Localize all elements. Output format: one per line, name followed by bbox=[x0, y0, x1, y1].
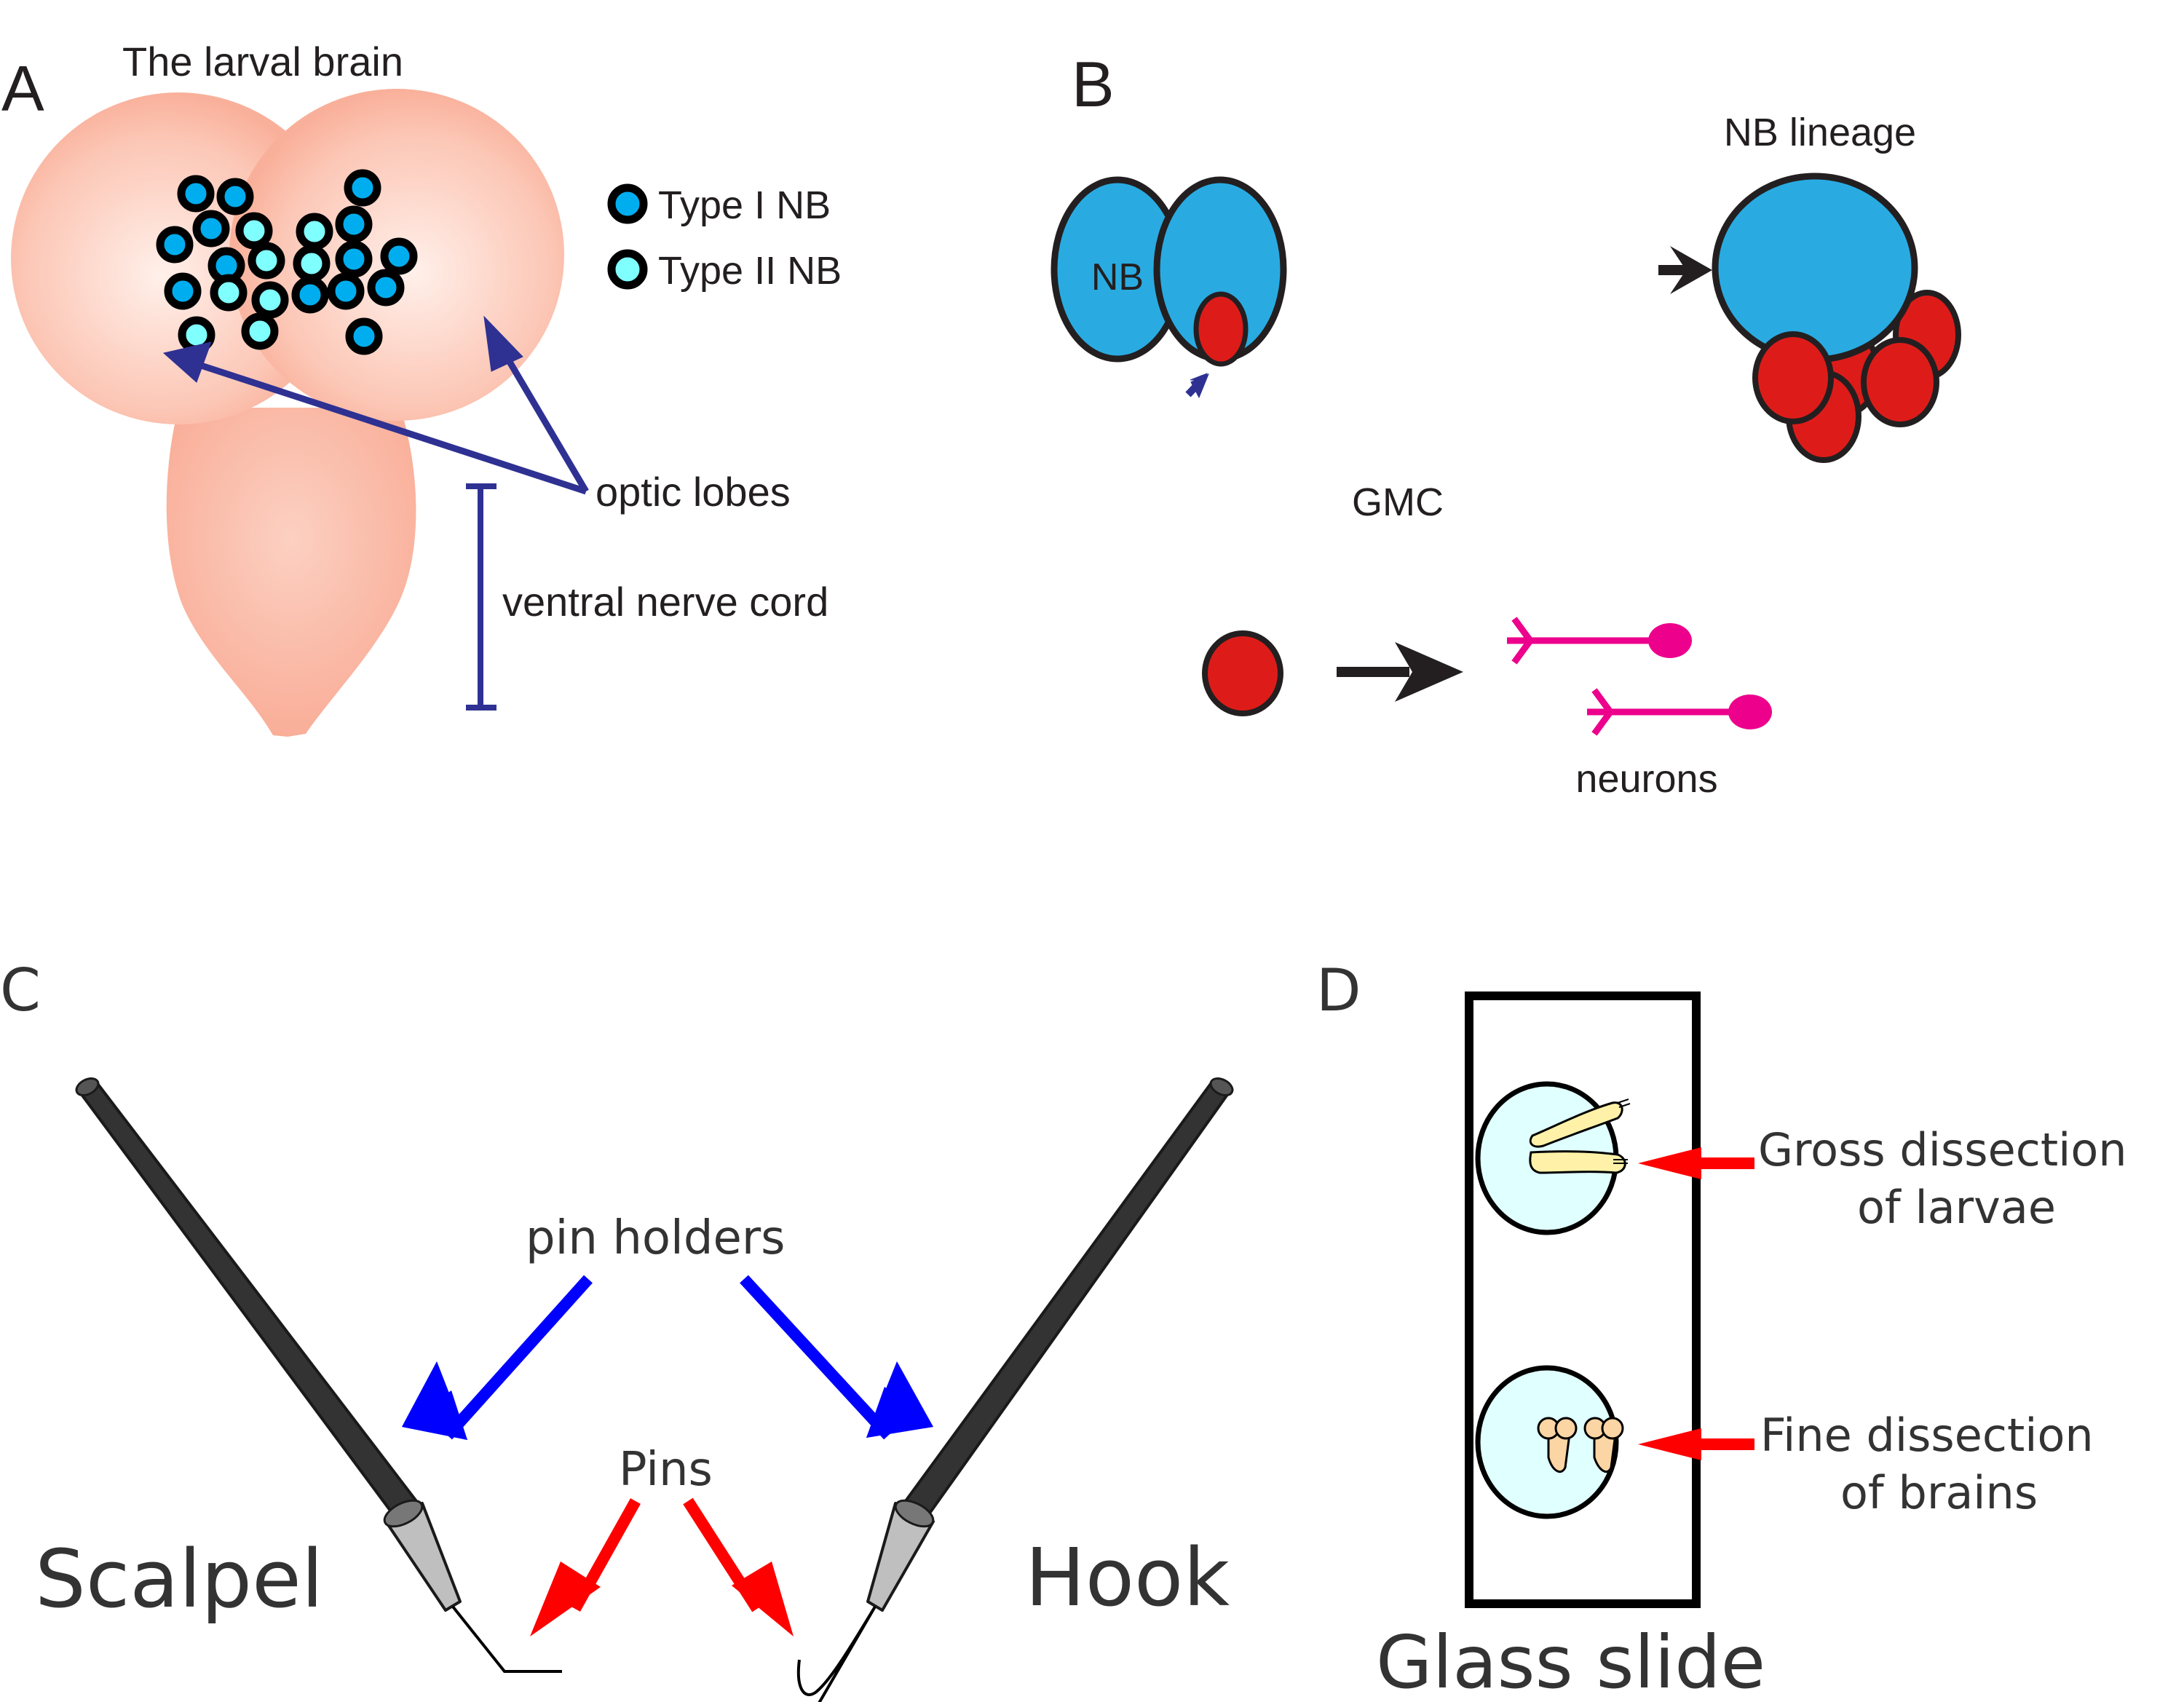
well-gross-dissection bbox=[1475, 1081, 1631, 1235]
nb-label: NB bbox=[1091, 256, 1144, 298]
scalpel-instrument bbox=[75, 1077, 562, 1673]
type-i-neuroblast bbox=[192, 210, 230, 248]
legend-swatch-type-i bbox=[607, 183, 648, 224]
pin-holder-arrow-left bbox=[443, 1275, 593, 1440]
pin-holder-arrows bbox=[402, 1275, 933, 1440]
panel-a-title: The larval brain bbox=[122, 39, 403, 84]
panel-b: B NB GMC NB lineage bbox=[1051, 48, 1961, 801]
scalpel-pin bbox=[451, 1605, 562, 1673]
panel-b-letter: B bbox=[1072, 48, 1115, 120]
type-i-neuroblast bbox=[164, 272, 202, 310]
optic-lobe-arrow-right-line bbox=[499, 347, 589, 494]
pin-arrows bbox=[530, 1497, 794, 1636]
panel-c-letter: C bbox=[0, 957, 41, 1024]
neuron-2 bbox=[1587, 688, 1772, 736]
gmc-label: GMC bbox=[1352, 480, 1444, 524]
panel-a-letter: A bbox=[1, 52, 44, 124]
vnc-bracket bbox=[466, 483, 496, 711]
type-ii-neuroblast bbox=[241, 312, 279, 350]
type-i-neuroblast bbox=[367, 269, 405, 306]
neuroblast-cluster bbox=[156, 169, 418, 355]
optic-lobes-label: optic lobes bbox=[596, 469, 791, 515]
neuron-soma bbox=[1648, 623, 1692, 658]
dissected-brain-2 bbox=[1583, 1417, 1624, 1473]
glass-slide bbox=[1465, 991, 1701, 1608]
type-ii-neuroblast bbox=[235, 212, 273, 250]
type-i-neuroblast bbox=[156, 226, 194, 264]
lineage-gmc bbox=[1752, 331, 1834, 424]
type-i-neuroblast bbox=[380, 237, 418, 275]
arrow-gmc-to-neurons bbox=[1337, 642, 1463, 702]
dissected-brain-1 bbox=[1537, 1417, 1578, 1473]
gross-dissection-label-line2: of larvae bbox=[1857, 1181, 2056, 1234]
pin-holder-arrow-right bbox=[740, 1275, 893, 1440]
panel-d: D bbox=[1316, 957, 2127, 1702]
type-ii-neuroblast bbox=[293, 245, 331, 282]
optic-lobe-arrow-left-head bbox=[162, 341, 212, 383]
type-ii-neuroblast bbox=[210, 274, 248, 312]
hook-holder bbox=[900, 1080, 1232, 1521]
fine-dissection-label-line1: Fine dissection bbox=[1760, 1409, 2094, 1462]
fine-dissection-arrow bbox=[1638, 1428, 1754, 1460]
pins-label: Pins bbox=[619, 1443, 713, 1497]
gmc-single bbox=[1202, 630, 1283, 716]
type-i-neuroblast bbox=[344, 169, 381, 207]
scalpel-holder bbox=[77, 1080, 422, 1521]
type-i-neuroblast bbox=[327, 272, 365, 310]
type-ii-neuroblast bbox=[296, 213, 333, 250]
gmc-arrow bbox=[1185, 373, 1209, 399]
panel-c: C pin holders Pins Scalpel Hook bbox=[0, 957, 1234, 1702]
well-fine-dissection bbox=[1475, 1365, 1624, 1519]
legend-item-type-ii: Type II NB bbox=[607, 249, 842, 293]
type-i-neuroblast bbox=[335, 240, 373, 278]
nb-lineage-cluster bbox=[1712, 173, 1961, 463]
neurons-label: neurons bbox=[1575, 757, 1717, 801]
type-i-neuroblast bbox=[345, 317, 383, 355]
scalpel-label: Scalpel bbox=[35, 1532, 323, 1626]
hook-label: Hook bbox=[1025, 1531, 1230, 1624]
lineage-gmc bbox=[1861, 337, 1939, 427]
ventral-nerve-cord-label: ventral nerve cord bbox=[502, 579, 828, 625]
legend-label-type-i: Type I NB bbox=[658, 183, 831, 227]
panel-a: A The larval brain Type I NB Type II NB bbox=[1, 39, 842, 737]
gross-dissection-arrow bbox=[1638, 1147, 1754, 1179]
optic-lobe-arrow-right-head bbox=[483, 315, 523, 372]
arrow-division-to-lineage bbox=[1658, 246, 1712, 294]
type-i-neuroblast bbox=[335, 205, 373, 243]
fine-dissection-label-line2: of brains bbox=[1840, 1466, 2038, 1519]
hook-pin bbox=[796, 1605, 877, 1702]
type-ii-neuroblast bbox=[248, 242, 285, 280]
gmc-cell bbox=[1193, 291, 1249, 367]
pin-holders-label: pin holders bbox=[526, 1211, 785, 1265]
type-i-neuroblast bbox=[177, 175, 215, 213]
type-i-neuroblast bbox=[216, 178, 254, 215]
neuron-soma bbox=[1728, 694, 1772, 729]
legend-swatch-type-ii bbox=[607, 249, 648, 290]
glass-slide-label: Glass slide bbox=[1376, 1620, 1765, 1702]
panel-d-letter: D bbox=[1316, 957, 1361, 1024]
hook-instrument bbox=[796, 1077, 1234, 1702]
panel-a-legend: Type I NB Type II NB bbox=[607, 183, 842, 293]
neuron-1 bbox=[1507, 617, 1692, 665]
larva-2 bbox=[1529, 1150, 1628, 1174]
optic-lobe-arrows bbox=[162, 315, 589, 495]
type-i-neuroblast bbox=[291, 276, 329, 314]
nb-lineage-label: NB lineage bbox=[1724, 111, 1916, 154]
optic-lobe-arrow-left-line bbox=[195, 360, 587, 495]
legend-label-type-ii: Type II NB bbox=[658, 249, 842, 293]
legend-item-type-i: Type I NB bbox=[607, 183, 831, 227]
ventral-nerve-cord-shape bbox=[166, 408, 416, 737]
larva-1 bbox=[1529, 1099, 1631, 1148]
lineage-neuroblast bbox=[1712, 173, 1918, 363]
gross-dissection-label-line1: Gross dissection bbox=[1758, 1123, 2127, 1176]
type-ii-neuroblast bbox=[251, 281, 289, 319]
